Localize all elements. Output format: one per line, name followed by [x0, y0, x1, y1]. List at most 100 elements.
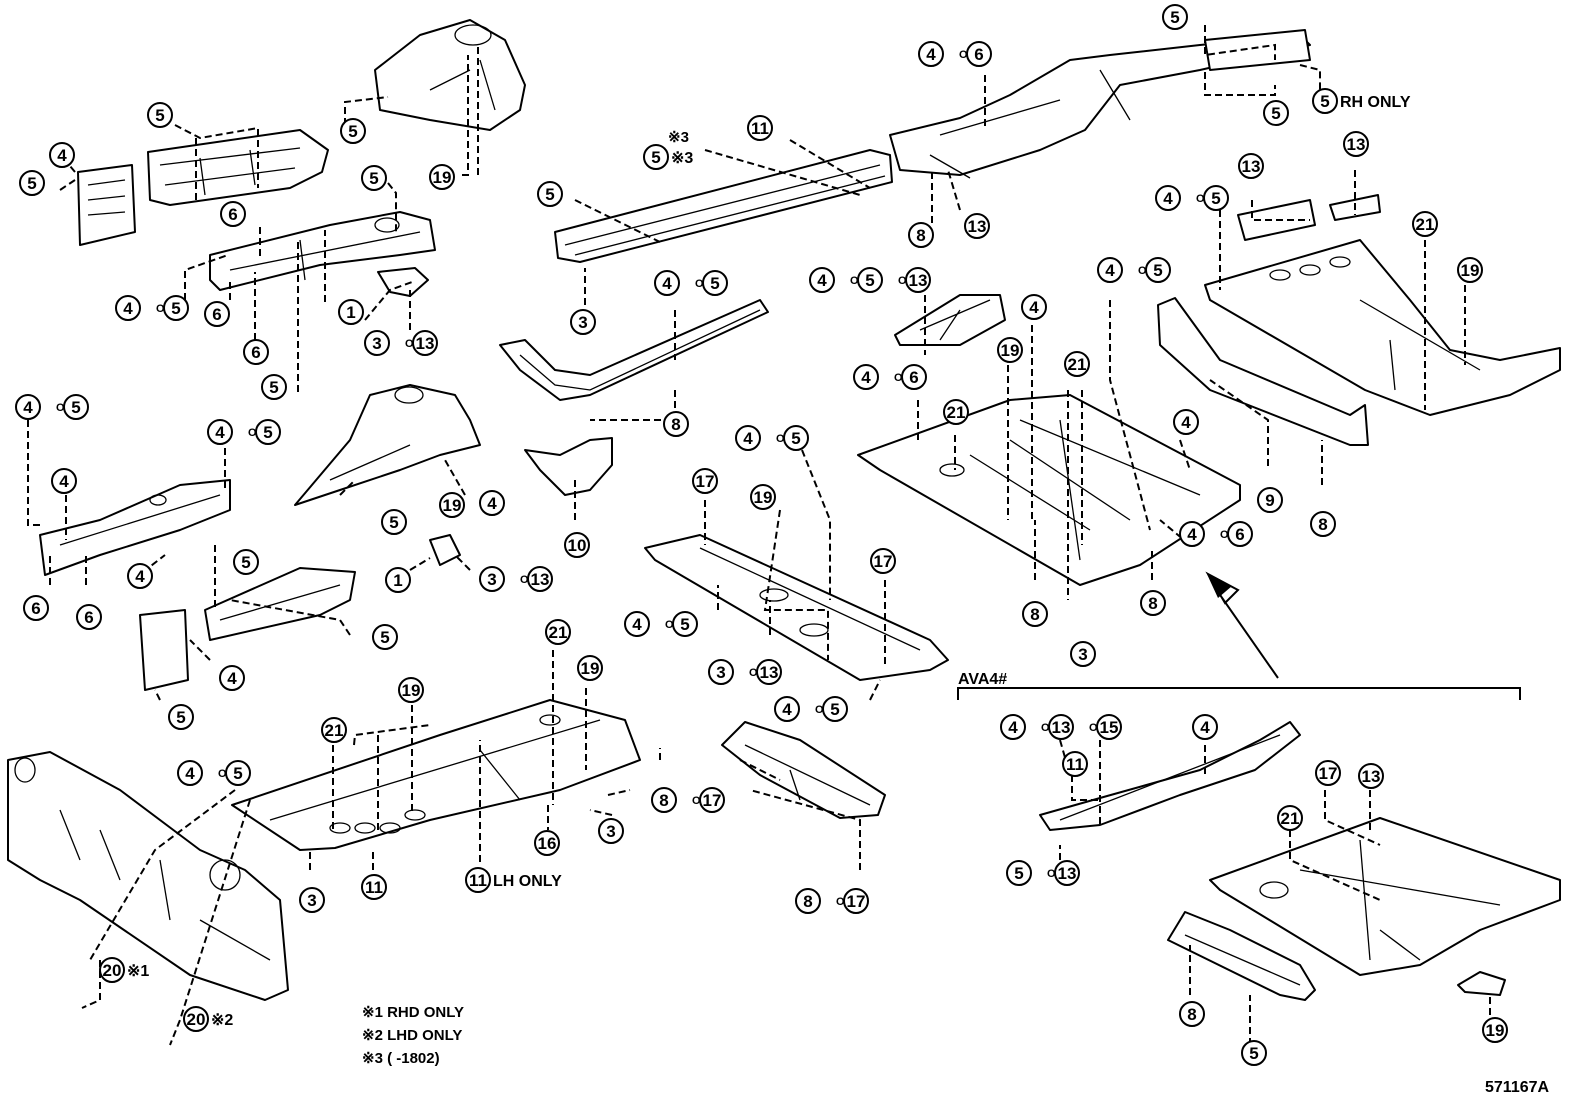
callout-4-or-6: 4OR6	[1179, 521, 1253, 547]
callout-number: 13	[1058, 864, 1077, 883]
callout-3: 3	[299, 887, 325, 913]
callout-number: 5	[830, 700, 839, 719]
part-member-mid	[204, 567, 356, 641]
callout-19: 19	[398, 677, 424, 703]
callout-number: 21	[1068, 355, 1087, 374]
callout-4-or-5: 4OR5	[774, 696, 848, 722]
callout-number: 5	[710, 274, 719, 293]
callout-19: 19	[997, 337, 1023, 363]
callout-circle	[233, 549, 259, 575]
callout-number: 19	[433, 168, 452, 187]
callout-number: 5	[651, 148, 660, 167]
callout-number: 3	[372, 334, 381, 353]
callout-circle	[654, 270, 680, 296]
callout-circle	[1062, 751, 1088, 777]
callout-number: 5	[269, 378, 278, 397]
callout-circle	[1000, 714, 1026, 740]
callout-5: 5	[147, 102, 173, 128]
callout-circle	[1048, 714, 1074, 740]
callout-number: 8	[1318, 515, 1327, 534]
callout-circle	[1064, 351, 1090, 377]
callout-circle	[537, 181, 563, 207]
callout-number: 10	[568, 536, 587, 555]
callout-circle	[243, 339, 269, 365]
callout-number: 4	[632, 615, 642, 634]
callout-circle	[207, 419, 233, 445]
callout-number: 19	[581, 659, 600, 678]
callout-circle	[651, 787, 677, 813]
part-bracket-1	[377, 267, 429, 297]
callout-number: 19	[402, 681, 421, 700]
callout-number: 17	[703, 791, 722, 810]
callout-13: 13	[1358, 763, 1384, 789]
callout-circle	[1263, 100, 1289, 126]
callout-circle	[465, 867, 491, 893]
callout-circle	[429, 164, 455, 190]
callout-number: 4	[861, 368, 871, 387]
callout-circle	[1343, 131, 1369, 157]
callout-number: 4	[662, 274, 672, 293]
callout-suffix: RH ONLY	[1340, 94, 1411, 111]
callout-circle	[168, 704, 194, 730]
callout-6: 6	[220, 201, 246, 227]
part-wheelhouse-upper	[374, 19, 526, 131]
part-rear-floor-pan	[1204, 239, 1561, 416]
callout-circle	[340, 118, 366, 144]
callout-19: 19	[577, 655, 603, 681]
callout-circle	[756, 659, 782, 685]
callout-circle	[564, 532, 590, 558]
callout-circle	[63, 394, 89, 420]
callout-number: 4	[227, 669, 237, 688]
callout-circle	[1312, 88, 1338, 114]
callout-20: 20※2	[183, 1006, 233, 1032]
callout-number: 8	[659, 791, 668, 810]
part-ava4-floor-pan	[1209, 817, 1561, 976]
callout-number: 20	[187, 1010, 206, 1029]
callout-circle	[439, 492, 465, 518]
callout-4-or-5: 4OR5	[177, 760, 251, 786]
callout-number: 4	[59, 472, 69, 491]
callout-circle	[870, 548, 896, 574]
callout-4-or-13-or-15: 4OR13OR15	[1000, 714, 1122, 740]
callout-4-or-5-or-13: 4OR5OR13	[809, 267, 931, 293]
callout-number: 8	[1030, 605, 1039, 624]
callout-suffix: LH ONLY	[493, 873, 562, 890]
callout-number: 21	[947, 403, 966, 422]
callout-4-or-6: 4OR6	[853, 364, 927, 390]
callout-4-or-5: 4OR5	[1097, 257, 1171, 283]
part-floor-panel-17	[644, 534, 949, 681]
callout-11: 11	[1062, 751, 1088, 777]
callout-number: 19	[754, 488, 773, 507]
callout-number: 8	[1148, 594, 1157, 613]
callout-circle	[412, 330, 438, 356]
callout-circle	[204, 301, 230, 327]
callout-8: 8	[1022, 601, 1048, 627]
callout-circle	[99, 957, 125, 983]
callout-number: 5	[1153, 261, 1162, 280]
callout-5: 5	[1162, 4, 1188, 30]
callout-number: 13	[531, 570, 550, 589]
callout-circle	[364, 330, 390, 356]
callout-number: 4	[135, 567, 145, 586]
callout-number: 4	[215, 423, 225, 442]
callout-number: 3	[487, 570, 496, 589]
callout-3: 3	[570, 309, 596, 335]
callout-16: 16	[534, 830, 560, 856]
callout-number: 5	[1211, 189, 1220, 208]
callout-circle	[1238, 153, 1264, 179]
callout-circle	[853, 364, 879, 390]
callout-6: 6	[23, 595, 49, 621]
callout-17: 17	[692, 468, 718, 494]
callout-circle	[1241, 1040, 1267, 1066]
callout-circle	[381, 509, 407, 535]
callout-8: 8	[1140, 590, 1166, 616]
callout-circle	[1257, 487, 1283, 513]
callout-circle	[372, 624, 398, 650]
callout-6: 6	[76, 604, 102, 630]
callout-number: 5	[176, 708, 185, 727]
callout-number: 4	[123, 299, 133, 318]
callout-circle	[1203, 185, 1229, 211]
callout-4: 4	[51, 468, 77, 494]
callout-circle	[1140, 590, 1166, 616]
callout-number: 8	[671, 415, 680, 434]
